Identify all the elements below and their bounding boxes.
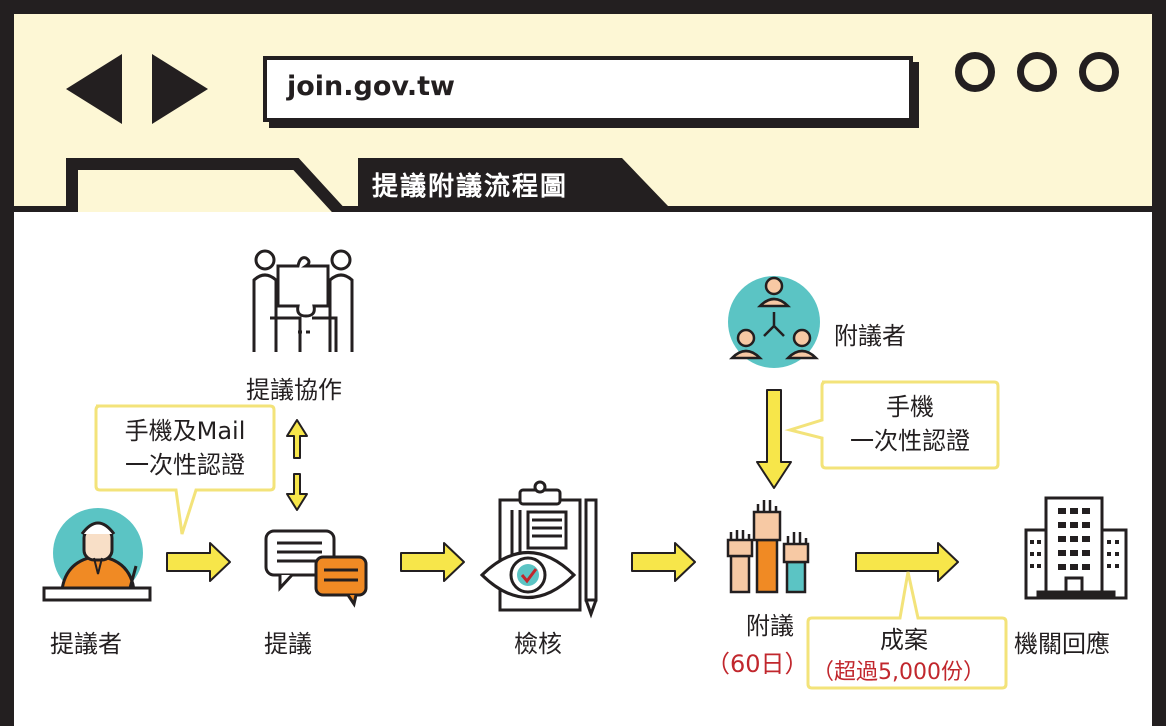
back-icon[interactable] (64, 52, 124, 126)
review-label: 檢核 (514, 630, 562, 658)
proposer-label: 提議者 (50, 630, 122, 658)
callout-line: 一次性認證 (850, 427, 970, 455)
arrow-down-collaboration (286, 473, 308, 511)
collaboration-label: 提議協作 (246, 376, 342, 404)
collaboration-icon (252, 249, 354, 352)
arrow-proposal-to-review (400, 542, 465, 582)
window-dot-icon[interactable] (1079, 52, 1119, 92)
callout-seconder-verify (784, 380, 1000, 470)
callout-established (806, 571, 1008, 690)
proposer-icon (42, 508, 152, 602)
arrow-proposer-to-proposal (166, 542, 231, 582)
proposal-icon (264, 529, 368, 608)
arrow-review-to-second (631, 542, 696, 582)
forward-icon[interactable] (150, 52, 210, 126)
seconder-verify-text: 手機 一次性認證 (822, 390, 998, 458)
seconders-label: 附議者 (834, 322, 906, 350)
second-icon (726, 500, 810, 594)
established-condition-label: （超過5,000份） (812, 660, 985, 685)
url-text: join.gov.tw (287, 71, 455, 102)
callout-line: 一次性認證 (125, 451, 245, 479)
callout-line: 手機 (886, 393, 934, 421)
tab-title[interactable]: 提議附議流程圖 (372, 172, 569, 202)
agency-building-icon (1024, 496, 1128, 600)
callout-proposer-verify (94, 404, 276, 535)
second-period-label: （60日） (706, 650, 809, 678)
address-bar[interactable]: join.gov.tw (263, 56, 913, 122)
seconders-icon (728, 276, 820, 368)
proposal-label: 提議 (264, 630, 312, 658)
arrow-up-collaboration (286, 419, 308, 459)
callout-line: 手機及Mail (124, 417, 246, 445)
established-label: 成案 (880, 626, 928, 654)
second-label: 附議 (746, 612, 794, 640)
agency-response-label: 機關回應 (1014, 630, 1110, 658)
arrow-seconder-down (756, 389, 792, 489)
window-dot-icon[interactable] (955, 52, 995, 92)
review-icon (479, 480, 598, 619)
arrow-second-to-response (855, 542, 959, 582)
proposer-verify-text: 手機及Mail 一次性認證 (96, 414, 274, 482)
window-dot-icon[interactable] (1017, 52, 1057, 92)
